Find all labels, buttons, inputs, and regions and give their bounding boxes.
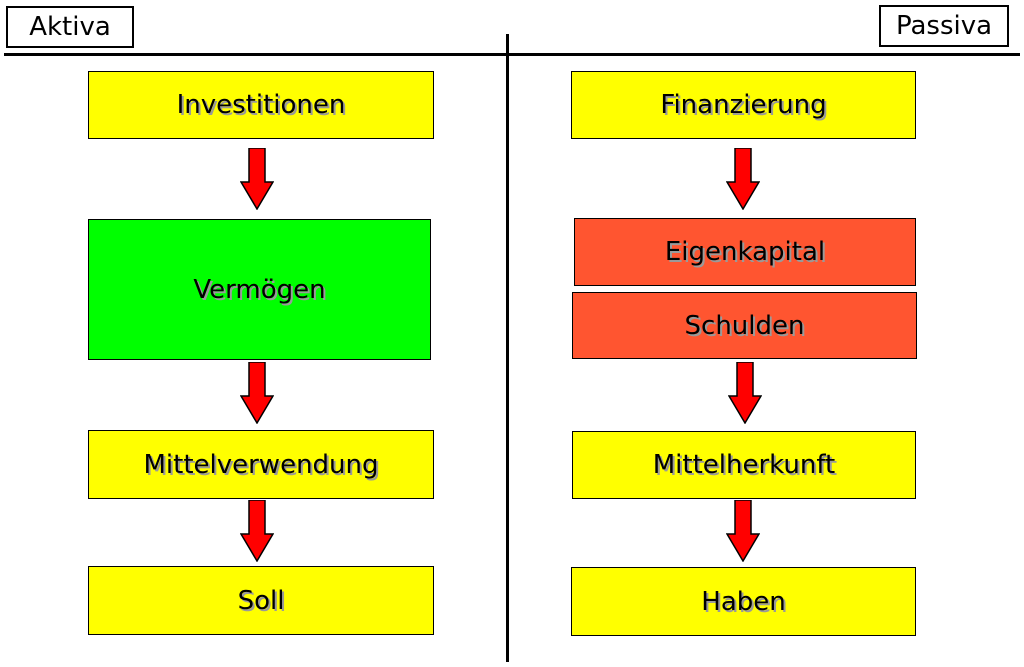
down-arrow-icon: [728, 362, 762, 424]
down-arrow-icon: [726, 148, 760, 210]
down-arrow-icon: [240, 362, 274, 424]
mittelherkunft-box: Mittelherkunft: [572, 431, 916, 499]
eigenkapital-box: Eigenkapital: [574, 218, 916, 286]
vertical-divider: [506, 34, 509, 662]
investitionen-box: Investitionen: [88, 71, 434, 139]
down-arrow-icon: [240, 500, 274, 562]
down-arrow-icon: [240, 148, 274, 210]
haben-box: Haben: [571, 567, 916, 636]
passiva-header: Passiva: [879, 5, 1009, 47]
down-arrow-icon: [726, 500, 760, 562]
aktiva-header: Aktiva: [6, 6, 134, 48]
vermoegen-box: Vermögen: [88, 219, 431, 360]
mittelverwendung-box: Mittelverwendung: [88, 430, 434, 499]
schulden-box: Schulden: [572, 292, 917, 359]
finanzierung-box: Finanzierung: [571, 71, 916, 139]
soll-box: Soll: [88, 566, 434, 635]
horizontal-divider: [4, 53, 1020, 56]
